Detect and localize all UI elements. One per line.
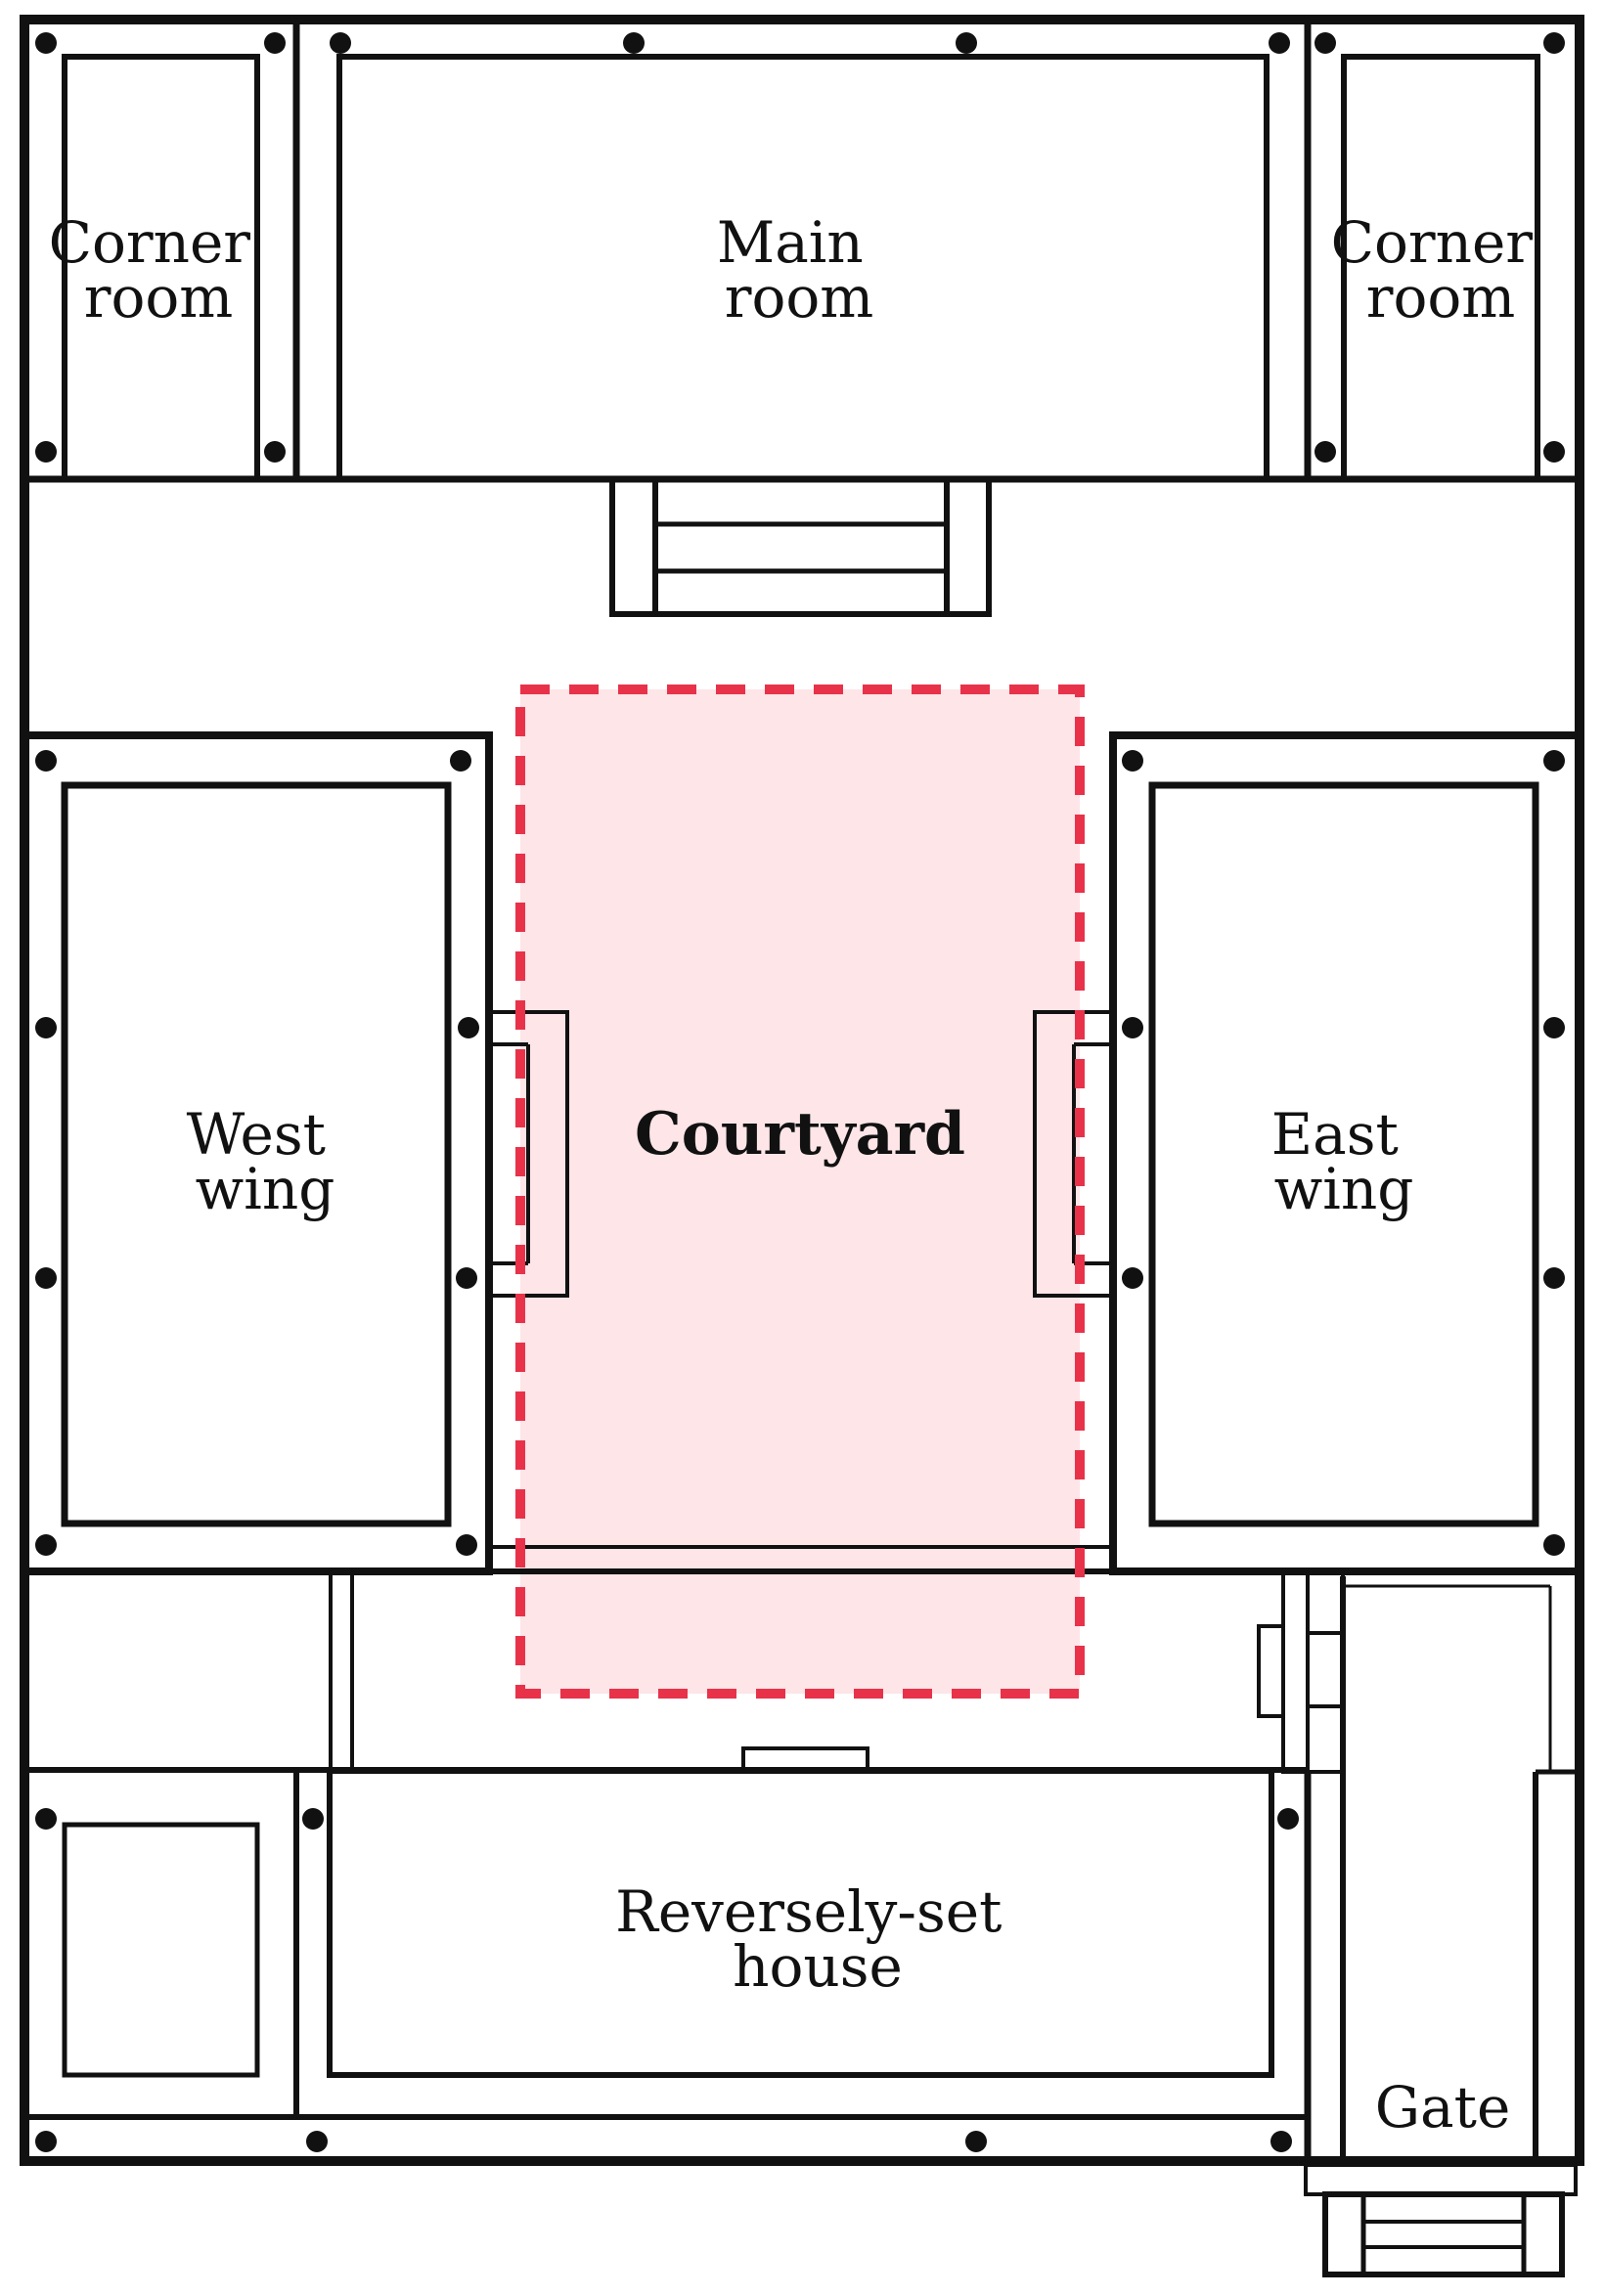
column-post bbox=[456, 1267, 477, 1289]
column-post bbox=[306, 2131, 328, 2152]
label-west-wing: West wing bbox=[187, 1101, 344, 1222]
column-post bbox=[456, 1534, 477, 1556]
west-wing-inner bbox=[61, 781, 452, 1527]
column-post bbox=[1543, 32, 1565, 54]
label-corner-room-right: Corner room bbox=[1331, 209, 1551, 331]
label-main-room: Main room bbox=[717, 209, 881, 331]
column-posts bbox=[35, 32, 1565, 2152]
column-post bbox=[1543, 1534, 1565, 1556]
label-gate: Gate bbox=[1375, 2074, 1511, 2141]
column-post bbox=[1543, 750, 1565, 772]
column-post bbox=[1269, 32, 1290, 54]
column-post bbox=[1543, 1267, 1565, 1289]
column-post bbox=[623, 32, 645, 54]
column-post bbox=[450, 750, 471, 772]
gate-screen-wall bbox=[1257, 1569, 1345, 1774]
column-post bbox=[330, 32, 351, 54]
courtyard-area bbox=[520, 689, 1080, 1694]
column-post bbox=[1314, 32, 1336, 54]
column-post bbox=[1270, 2131, 1292, 2152]
column-post bbox=[35, 1267, 57, 1289]
corner-room-right-inner bbox=[1341, 54, 1540, 482]
east-wing-steps bbox=[1033, 1010, 1115, 1298]
south-west-room-inner bbox=[62, 1822, 260, 2078]
corner-room-left-inner bbox=[62, 54, 260, 482]
gate-steps bbox=[1304, 2163, 1578, 2277]
column-post bbox=[965, 2131, 987, 2152]
column-post bbox=[35, 750, 57, 772]
label-courtyard: Courtyard bbox=[635, 1100, 965, 1169]
label-east-wing: East wing bbox=[1271, 1101, 1416, 1222]
east-wing-inner bbox=[1148, 781, 1539, 1527]
column-post bbox=[1122, 1267, 1143, 1289]
column-post bbox=[264, 32, 286, 54]
column-post bbox=[1122, 1017, 1143, 1038]
column-post bbox=[35, 1808, 57, 1830]
column-post bbox=[1543, 441, 1565, 463]
column-post bbox=[1277, 1808, 1299, 1830]
column-post bbox=[956, 32, 977, 54]
reversely-set-house-inner bbox=[327, 1768, 1274, 2078]
column-post bbox=[1543, 1017, 1565, 1038]
column-post bbox=[35, 1534, 57, 1556]
column-post bbox=[1314, 441, 1336, 463]
main-room-steps bbox=[609, 476, 992, 617]
column-post bbox=[35, 2131, 57, 2152]
column-post bbox=[302, 1808, 324, 1830]
column-post bbox=[458, 1017, 479, 1038]
column-post bbox=[35, 1017, 57, 1038]
reversely-set-house-step bbox=[741, 1746, 869, 1772]
strip-partition-left bbox=[329, 1569, 354, 1772]
column-post bbox=[35, 32, 57, 54]
label-reversely-set-house: Reversely-set house bbox=[615, 1878, 1020, 2000]
column-post bbox=[1122, 750, 1143, 772]
column-post bbox=[264, 441, 286, 463]
column-post bbox=[35, 441, 57, 463]
west-wing-steps bbox=[487, 1010, 569, 1298]
label-corner-room-left: Corner room bbox=[49, 209, 269, 331]
